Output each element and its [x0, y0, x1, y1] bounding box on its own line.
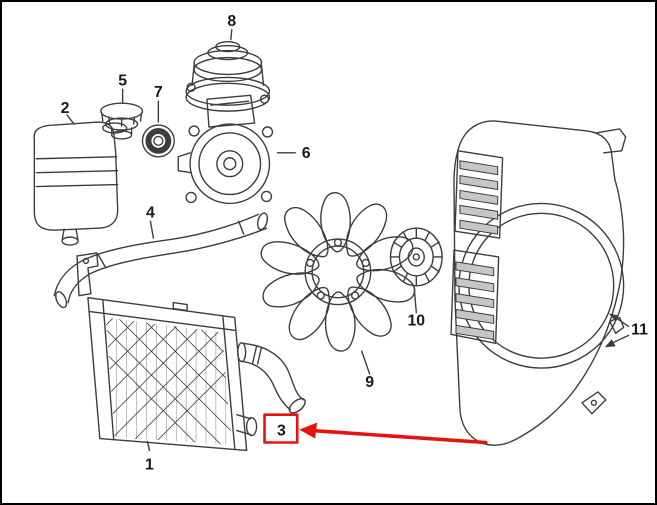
thermostat-housing-drawing	[185, 40, 271, 112]
callout-5: 5	[118, 72, 127, 89]
callout-11: 11	[631, 321, 648, 338]
mounting-bracket-drawing	[76, 252, 99, 297]
fan-shroud-drawing	[450, 120, 627, 446]
callout-7: 7	[154, 84, 163, 101]
leader-lines	[66, 29, 630, 452]
highlight-arrow-head	[299, 422, 318, 439]
expansion-tank-cap-drawing	[100, 102, 144, 140]
highlight-box	[263, 413, 299, 444]
callout-4: 4	[146, 204, 155, 221]
water-pump-drawing	[177, 94, 274, 205]
seal-ring-drawing	[141, 124, 175, 158]
fan-drawing	[260, 192, 416, 352]
expansion-tank-drawing	[33, 121, 128, 246]
callout-9: 9	[365, 374, 374, 391]
upper-hose-drawing	[53, 212, 269, 309]
radiator-drawing	[87, 296, 258, 452]
callout-labels: 1 2 3 4 5 6 7 8 9 10 11	[61, 13, 648, 473]
highlight-arrow-shaft	[310, 428, 488, 445]
fan-clutch-drawing	[389, 227, 443, 287]
lower-hose-drawing	[237, 342, 306, 414]
callout-3: 3	[277, 423, 286, 440]
callout-6: 6	[302, 145, 311, 162]
highlight-annotation	[263, 413, 488, 445]
callout-2: 2	[61, 100, 70, 117]
callout-8: 8	[227, 13, 236, 30]
callout-10: 10	[407, 312, 425, 329]
callout-1: 1	[145, 456, 154, 473]
